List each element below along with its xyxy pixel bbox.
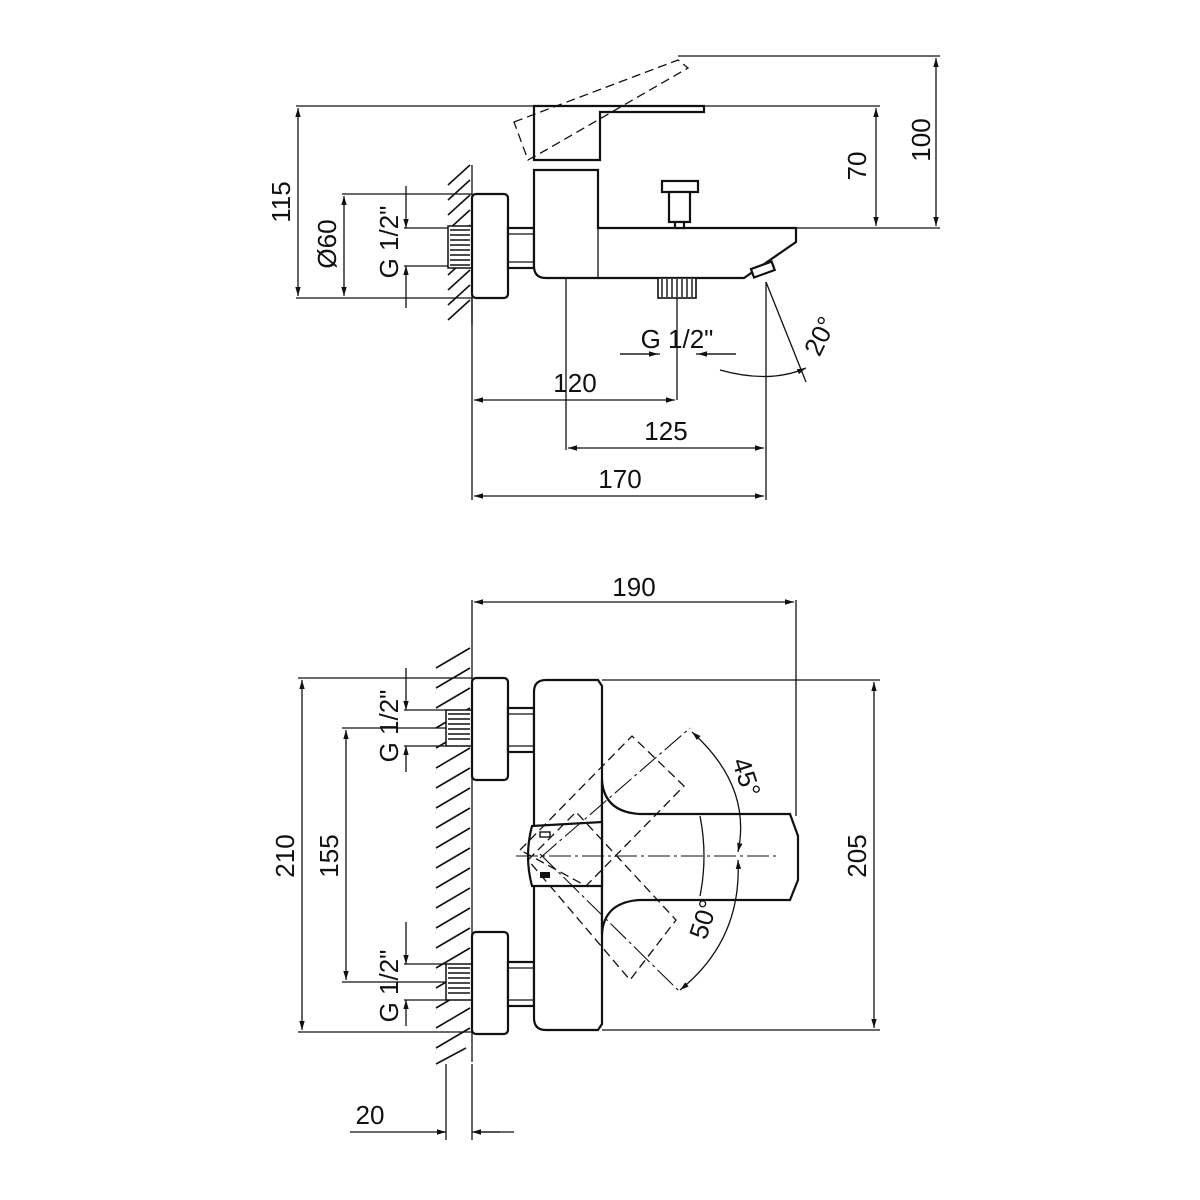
side-spout-aerator xyxy=(749,260,777,279)
side-outlet-thread xyxy=(657,277,697,299)
side-inlet-thread xyxy=(447,225,473,269)
dim-wall-offset: 20 xyxy=(356,1100,385,1130)
top-upper-connector xyxy=(506,706,536,754)
dim-outlet-thread: G 1/2" xyxy=(641,324,714,354)
dim-body-offset: 120 xyxy=(553,368,596,398)
top-dimension-lines xyxy=(299,599,877,1135)
top-upper-rosette xyxy=(470,676,510,782)
top-spout xyxy=(600,779,800,935)
dim-total-width: 190 xyxy=(612,572,655,602)
dim-inlet-spacing: 155 xyxy=(314,834,344,877)
side-extension-lines xyxy=(296,55,940,500)
dim-rosette-diameter: Ø60 xyxy=(312,219,342,268)
side-dimension-lines xyxy=(295,58,939,499)
side-handle-base xyxy=(532,104,706,162)
top-view: 190 210 155 205 G 1/2" G 1/2" 20 45° 50° xyxy=(270,572,880,1140)
side-handle-lifted-outline xyxy=(513,59,690,161)
dim-side-inlet-thread: G 1/2" xyxy=(374,206,404,279)
side-rosette xyxy=(470,192,510,300)
dim-spout-reach: 125 xyxy=(644,416,687,446)
top-handle-knob xyxy=(526,820,604,888)
dim-overall-length: 210 xyxy=(270,834,300,877)
top-lower-inlet-thread xyxy=(445,963,473,1001)
top-lever-position-right xyxy=(527,811,677,982)
dim-outlet-angle: 20° xyxy=(798,312,842,360)
dim-total-projection: 170 xyxy=(598,464,641,494)
dim-connection-height: 115 xyxy=(266,181,296,222)
dim-lever-angle-down: 50° xyxy=(683,896,724,943)
dim-upper-inlet-thread: G 1/2" xyxy=(374,690,404,763)
dim-body-length: 205 xyxy=(842,834,872,877)
top-lower-rosette xyxy=(470,930,510,1036)
dim-lower-inlet-thread: G 1/2" xyxy=(374,950,404,1023)
top-extension-lines xyxy=(298,600,880,1140)
side-view: 100 70 115 Ø60 G 1/2" G 1/2" 20° 120 125… xyxy=(266,55,940,500)
top-upper-inlet-thread xyxy=(445,709,473,747)
side-mixer-body xyxy=(532,168,798,280)
dim-lever-angle-up: 45° xyxy=(726,754,767,801)
dim-body-height: 70 xyxy=(842,152,872,181)
top-centerline-lever-up xyxy=(539,727,691,859)
dim-overall-height: 100 xyxy=(906,118,936,161)
side-diverter-knob xyxy=(660,179,700,230)
top-lever-position-left xyxy=(518,735,685,887)
side-connector xyxy=(506,226,536,270)
